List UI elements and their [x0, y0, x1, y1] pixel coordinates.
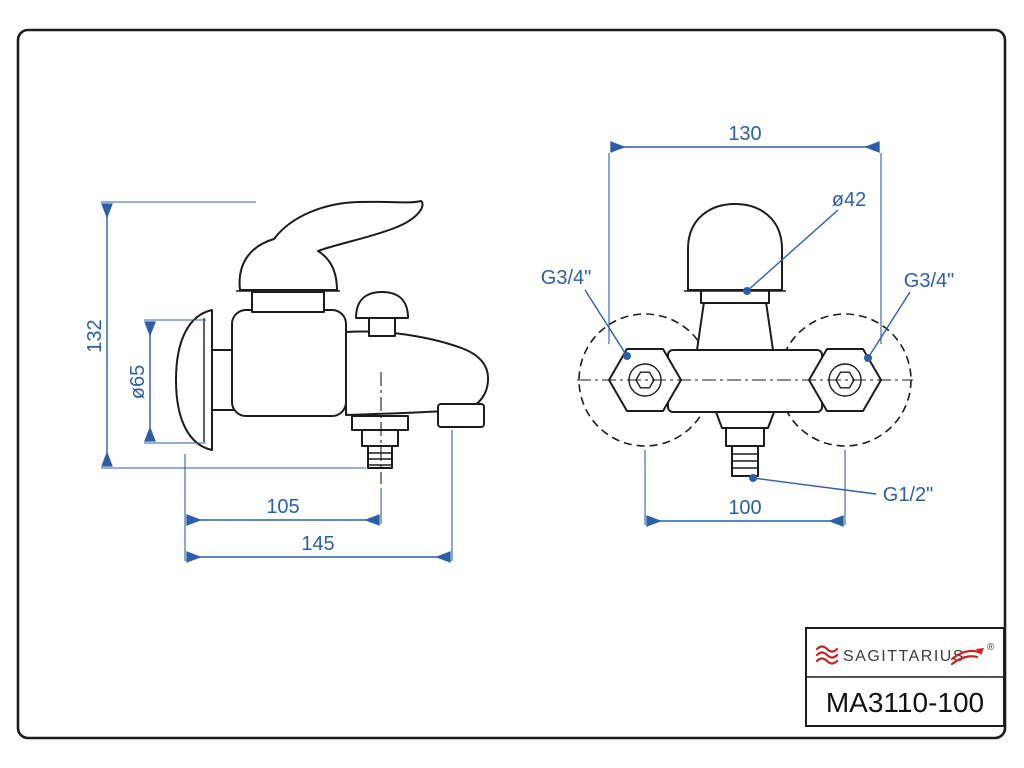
logo-wave-icon [815, 645, 839, 653]
logo-arrow-icon [950, 655, 979, 666]
title-block: SAGITTARIUS ® MA3110-100 [805, 627, 1005, 727]
aerator [437, 403, 485, 428]
dim-handle-dia-label: ø42 [832, 189, 866, 211]
handle-collar-front [700, 289, 770, 304]
diverter-cap [355, 291, 409, 319]
dim-side-height-label: 132 [84, 319, 106, 352]
dim-front-width-label: 130 [728, 123, 761, 145]
leader-left-conn [584, 289, 628, 357]
outlet-nipple-side [367, 445, 393, 469]
dim-left-conn-label: G3/4" [541, 267, 591, 289]
dim-right-conn-label: G3/4" [904, 270, 954, 292]
leader-right-conn [867, 291, 911, 359]
lever-handle [238, 200, 424, 291]
handle-neck [251, 291, 325, 313]
leader-handle-dia [746, 209, 839, 292]
diverter-stem [368, 317, 396, 337]
sheet-border-frame [16, 28, 1007, 740]
valve-body [231, 309, 347, 417]
brand-logo: SAGITTARIUS ® [815, 642, 995, 666]
dim-depth-label: 145 [301, 533, 334, 555]
dim-flange-dia-label: ø65 [127, 365, 149, 399]
model-number: MA3110-100 [826, 687, 984, 718]
logo-wave-icon [815, 657, 839, 665]
logo-arrow-head [976, 648, 984, 655]
leader-dot [749, 474, 757, 482]
side-view [175, 200, 490, 484]
leader-dot [623, 352, 631, 360]
flange-adapter [211, 349, 235, 411]
dimensions: 132 ø65 105 145 130 100 ø42 G3/4" [84, 123, 954, 563]
registered-mark: ® [987, 642, 995, 653]
leader-dot [743, 287, 751, 295]
leader-dot [864, 354, 872, 362]
front-view [577, 203, 913, 477]
wall-flange [175, 309, 213, 451]
leader-outlet-conn [752, 477, 877, 495]
dim-outlet-offset-label: 105 [266, 496, 299, 518]
mixer-body-front [667, 349, 823, 413]
outlet-body-side [361, 429, 399, 447]
dim-outlet-conn-label: G1/2" [883, 484, 933, 506]
dim-centres-label: 100 [728, 497, 761, 519]
logo-wave-icon [815, 651, 839, 659]
outlet-flange-front [715, 411, 775, 429]
body-trunk [696, 301, 774, 351]
dome-handle [687, 203, 783, 291]
outlet-flange-side [351, 415, 409, 431]
spout [345, 330, 490, 416]
outlet-body-front [725, 427, 765, 447]
brand-name: SAGITTARIUS [843, 648, 965, 665]
